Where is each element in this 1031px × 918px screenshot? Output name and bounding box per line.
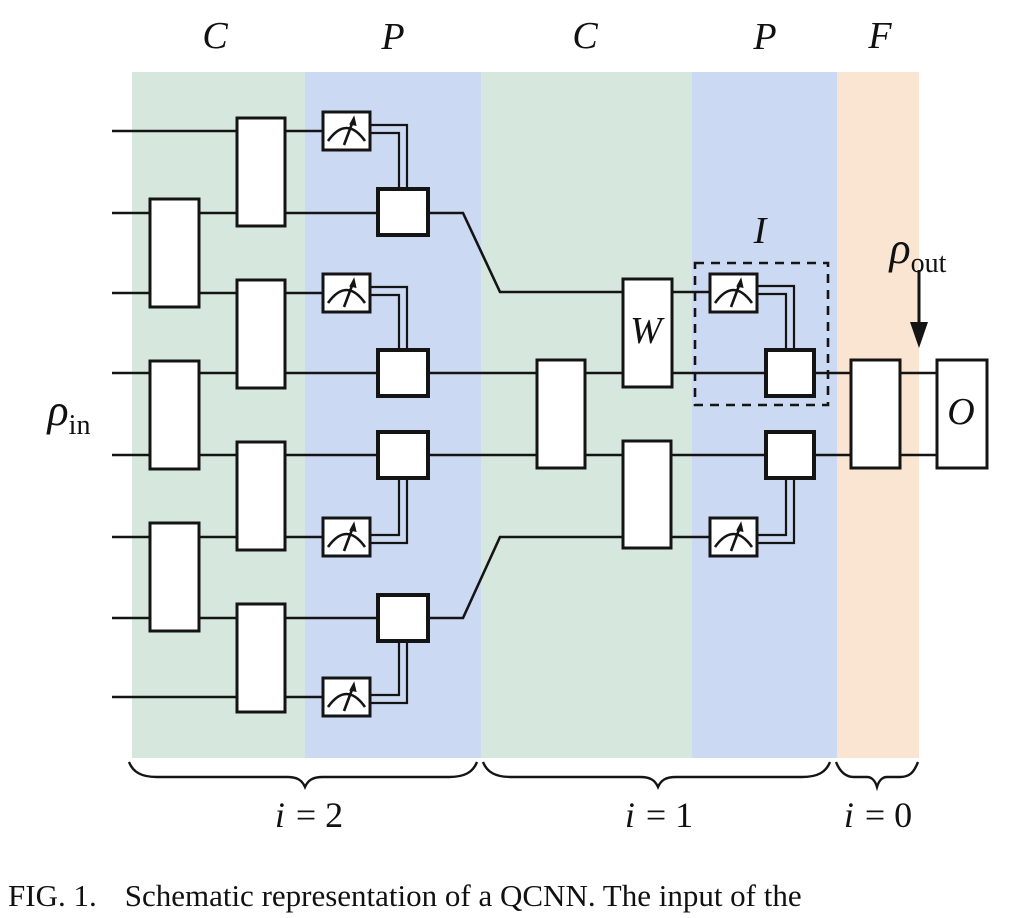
pool-band-i2 xyxy=(305,72,481,758)
classical-wires xyxy=(368,123,796,705)
rho-in-subscript: in xyxy=(68,410,91,441)
pool-gates xyxy=(376,187,816,643)
rho-symbol: ρ xyxy=(47,386,69,435)
pool-band-i1 xyxy=(692,72,837,758)
meter-icon xyxy=(708,516,759,558)
pool-gate xyxy=(764,348,816,398)
conv-gate xyxy=(148,521,201,633)
conv-gate xyxy=(235,440,287,552)
caption-number: FIG. 1. xyxy=(8,878,97,913)
conv-gate xyxy=(148,197,201,309)
column-label-pool-2: P xyxy=(753,16,777,58)
stage-braces xyxy=(127,761,920,792)
meter-icon xyxy=(321,516,372,558)
rho-symbol: ρ xyxy=(889,224,911,273)
meter-icon xyxy=(321,272,372,314)
figure-caption: FIG. 1. Schematic representation of a QCN… xyxy=(8,878,802,914)
rho-out-subscript: out xyxy=(910,248,947,279)
stage-label-i0: i=0 xyxy=(843,795,913,835)
meter-icon xyxy=(708,272,759,314)
input-state-label: ρin xyxy=(47,386,91,440)
column-label-pool-1: P xyxy=(381,16,405,58)
pool-gate xyxy=(376,348,430,398)
fc-gate xyxy=(849,358,902,470)
pool-gate xyxy=(764,430,816,480)
pool-gate xyxy=(376,593,430,643)
column-label-conv-2: C xyxy=(572,15,598,57)
output-state-label: ρout xyxy=(889,224,947,278)
conv-gate xyxy=(621,439,673,550)
observable-box xyxy=(935,358,989,470)
output-arrow-icon xyxy=(910,270,928,348)
isometry-dashed-box xyxy=(693,261,830,407)
conv-gate xyxy=(235,602,287,714)
meter-icon xyxy=(321,676,372,718)
stage-label-i2: i=2 xyxy=(274,795,344,835)
meter-icon xyxy=(321,110,372,152)
conv-gates-i1 xyxy=(535,277,674,550)
conv-gates-i2 xyxy=(148,116,287,714)
observable-label: O xyxy=(947,391,975,433)
isometry-label: I xyxy=(753,210,767,252)
conv-gate xyxy=(148,359,201,471)
pool-gate xyxy=(376,187,430,237)
conv-gate xyxy=(235,278,287,390)
conv-gate xyxy=(235,116,287,228)
caption-text: Schematic representation of a QCNN. The … xyxy=(124,878,802,913)
w-gate-label: W xyxy=(630,310,662,352)
column-label-fc: F xyxy=(868,15,892,57)
column-label-conv-1: C xyxy=(202,15,228,57)
conv-gate xyxy=(535,358,587,470)
stage-label-i1: i=1 xyxy=(624,795,694,835)
w-gate xyxy=(621,277,674,389)
pool-gate xyxy=(376,430,430,480)
